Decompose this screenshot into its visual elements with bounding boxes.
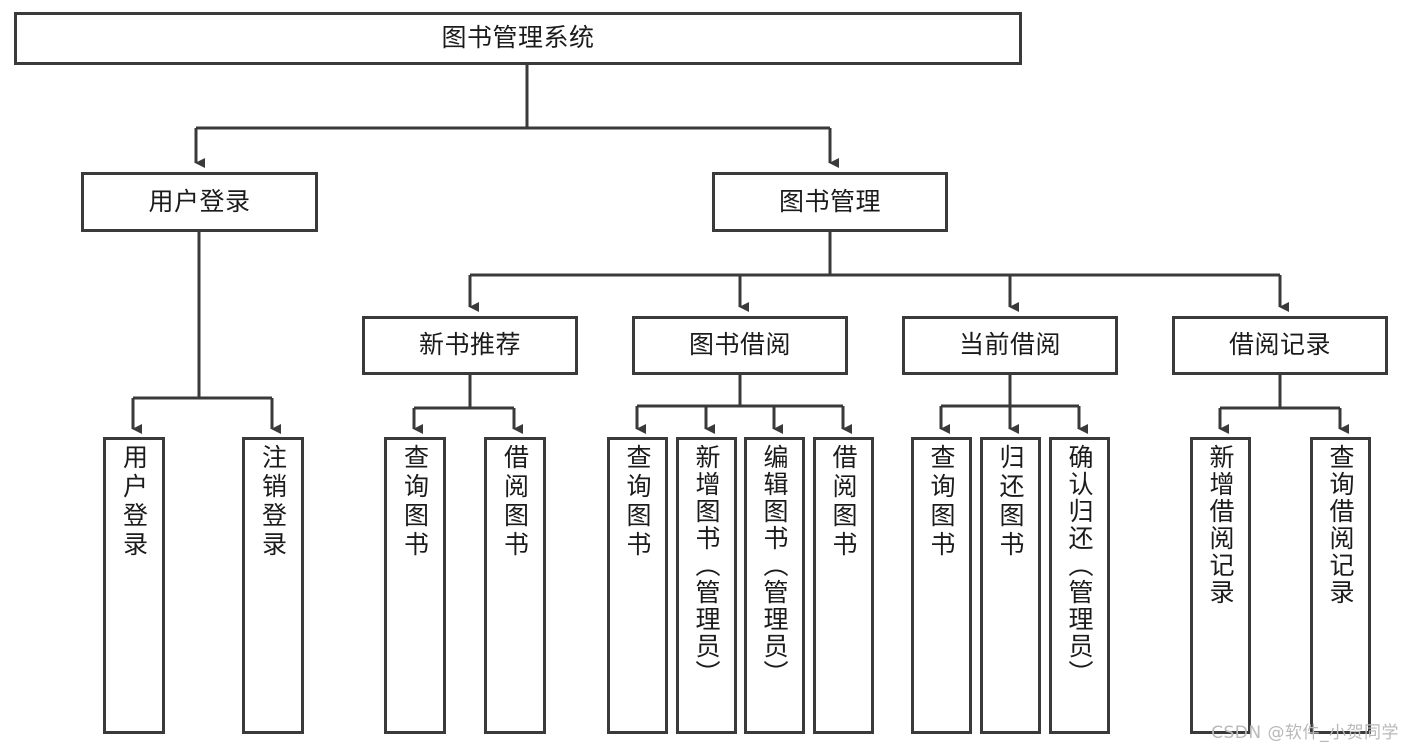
node-label: 查询图书 (400, 444, 430, 560)
node-label: 编辑图书（管理员） (760, 444, 789, 687)
node-label: 查询借阅记录 (1326, 444, 1355, 606)
node-leaf-return-book[interactable]: 归还图书 (980, 437, 1041, 734)
node-new-book-recommend[interactable]: 新书推荐 (362, 316, 578, 375)
node-label: 注销登录 (258, 444, 288, 560)
csdn-watermark: CSDN @软件_小贺同学 (1211, 723, 1399, 743)
node-label: 新增图书（管理员） (692, 444, 721, 687)
node-borrow-record[interactable]: 借阅记录 (1172, 316, 1388, 375)
node-label: 查询图书 (927, 444, 956, 560)
node-label: 图书管理系统 (441, 23, 595, 53)
node-leaf-query-book-current[interactable]: 查询图书 (911, 437, 972, 734)
node-current-borrow[interactable]: 当前借阅 (902, 316, 1118, 375)
node-leaf-borrow-book[interactable]: 借阅图书 (813, 437, 874, 734)
node-label: 确认归还（管理员） (1065, 444, 1094, 687)
node-leaf-add-book[interactable]: 新增图书（管理员） (676, 437, 737, 734)
node-leaf-confirm-return[interactable]: 确认归还（管理员） (1049, 437, 1110, 734)
node-leaf-logout[interactable]: 注销登录 (242, 437, 304, 734)
node-root-system[interactable]: 图书管理系统 (14, 12, 1022, 65)
node-label: 用户登录 (119, 444, 149, 560)
node-leaf-query-borrow-record[interactable]: 查询借阅记录 (1310, 437, 1371, 734)
node-label: 用户登录 (148, 186, 251, 216)
node-label: 借阅记录 (1228, 330, 1331, 360)
node-label: 图书管理 (778, 186, 881, 216)
node-book-manage[interactable]: 图书管理 (712, 172, 948, 232)
node-label: 归还图书 (996, 444, 1025, 560)
node-leaf-query-book-borrow[interactable]: 查询图书 (607, 437, 668, 734)
node-user-login[interactable]: 用户登录 (81, 172, 318, 232)
node-label: 查询图书 (623, 444, 652, 560)
node-label: 新增借阅记录 (1206, 444, 1235, 606)
node-label: 当前借阅 (958, 330, 1061, 360)
node-leaf-edit-book[interactable]: 编辑图书（管理员） (744, 437, 805, 734)
node-label: 借阅图书 (500, 444, 530, 560)
node-book-borrow[interactable]: 图书借阅 (632, 316, 848, 375)
node-label: 借阅图书 (829, 444, 858, 560)
node-leaf-user-login[interactable]: 用户登录 (103, 437, 165, 734)
node-leaf-add-borrow-record[interactable]: 新增借阅记录 (1190, 437, 1251, 734)
node-leaf-borrow-book-recommend[interactable]: 借阅图书 (484, 437, 546, 734)
node-label: 新书推荐 (418, 330, 521, 360)
node-label: 图书借阅 (688, 330, 791, 360)
node-leaf-query-book-recommend[interactable]: 查询图书 (384, 437, 446, 734)
